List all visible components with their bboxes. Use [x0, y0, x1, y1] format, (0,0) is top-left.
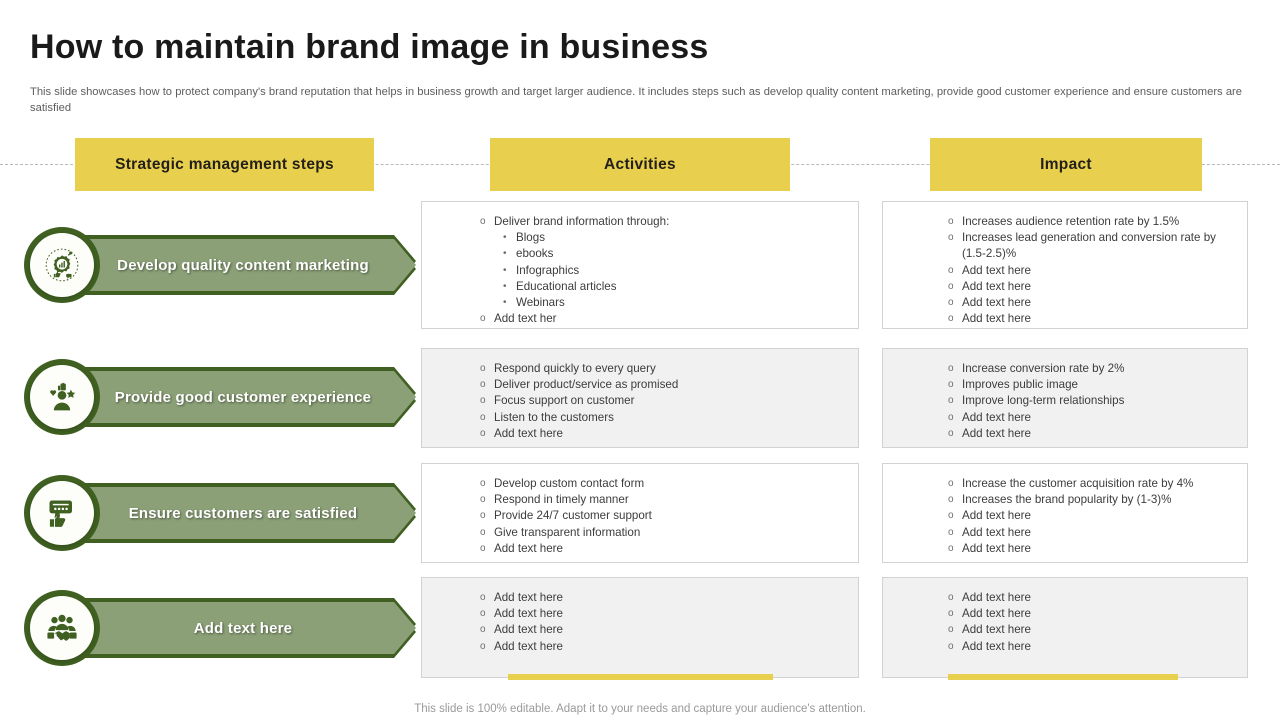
- list-item: Respond quickly to every query: [480, 361, 848, 377]
- list-item: Increases audience retention rate by 1.5…: [948, 214, 1237, 230]
- bullet-list: Develop custom contact formRespond in ti…: [480, 476, 848, 557]
- bullet-list: Deliver brand information through:Blogse…: [480, 214, 848, 328]
- column-header-activities[interactable]: Activities: [490, 138, 790, 191]
- impact-box-4[interactable]: Add text hereAdd text hereAdd text hereA…: [882, 577, 1248, 678]
- list-item: Add text here: [948, 590, 1237, 606]
- list-item: Listen to the customers: [480, 410, 848, 426]
- list-item: Add text here: [948, 426, 1237, 442]
- column-header-impact[interactable]: Impact: [930, 138, 1202, 191]
- list-item: Add text here: [480, 426, 848, 442]
- bullet-list: Increase the customer acquisition rate b…: [948, 476, 1237, 557]
- list-item: Focus support on customer: [480, 393, 848, 409]
- list-item: Improve long-term relationships: [948, 393, 1237, 409]
- list-item: Add text here: [948, 525, 1237, 541]
- list-item: Deliver brand information through:: [480, 214, 848, 230]
- impact-box-1[interactable]: Increases audience retention rate by 1.5…: [882, 201, 1248, 329]
- sub-list-item: Infographics: [502, 263, 848, 279]
- sub-list-item: Educational articles: [502, 279, 848, 295]
- page-subtitle: This slide showcases how to protect comp…: [30, 86, 1242, 115]
- bullet-list: Increase conversion rate by 2%Improves p…: [948, 361, 1237, 442]
- list-item: Respond in timely manner: [480, 492, 848, 508]
- list-item: Develop custom contact form: [480, 476, 848, 492]
- bullet-list: Add text hereAdd text hereAdd text hereA…: [948, 590, 1237, 655]
- step-arrow-body[interactable]: Develop quality content marketing: [64, 239, 416, 291]
- impact-box-2[interactable]: Increase conversion rate by 2%Improves p…: [882, 348, 1248, 448]
- step-label: Ensure customers are satisfied: [128, 504, 358, 522]
- activities-box-1[interactable]: Deliver brand information through:Blogse…: [421, 201, 859, 329]
- bullet-list: Add text hereAdd text hereAdd text hereA…: [480, 590, 848, 655]
- people-rating-icon: [30, 365, 94, 429]
- list-item: Add text here: [948, 622, 1237, 638]
- step-row-3[interactable]: Ensure customers are satisfied: [24, 475, 416, 551]
- step-arrow-body[interactable]: Provide good customer experience: [64, 371, 416, 423]
- list-item: Add text here: [948, 639, 1237, 655]
- handshake-team-icon: [30, 596, 94, 660]
- list-item: Add text here: [480, 639, 848, 655]
- list-item: Add text her: [480, 311, 848, 327]
- list-item: Add text here: [480, 606, 848, 622]
- impact-box-3[interactable]: Increase the customer acquisition rate b…: [882, 463, 1248, 563]
- gear-chart-icon: [30, 233, 94, 297]
- accent-bar-activities: [508, 674, 773, 680]
- step-label: Add text here: [193, 619, 293, 637]
- list-item: Add text here: [480, 590, 848, 606]
- list-item: Add text here: [948, 606, 1237, 622]
- step-label: Provide good customer experience: [114, 388, 372, 406]
- list-item: Add text here: [948, 279, 1237, 295]
- sub-list-item: Webinars: [502, 295, 848, 311]
- step-arrow-body[interactable]: Ensure customers are satisfied: [64, 487, 416, 539]
- list-item: Increases the brand popularity by (1-3)%: [948, 492, 1237, 508]
- step-icon-disc: [24, 475, 100, 551]
- column-header-steps[interactable]: Strategic management steps: [75, 138, 374, 191]
- column-header-impact-label: Impact: [1040, 155, 1092, 173]
- list-item: Increase conversion rate by 2%: [948, 361, 1237, 377]
- activities-box-2[interactable]: Respond quickly to every queryDeliver pr…: [421, 348, 859, 448]
- step-icon-disc: [24, 227, 100, 303]
- activities-box-4[interactable]: Add text hereAdd text hereAdd text hereA…: [421, 577, 859, 678]
- list-item: Add text here: [948, 311, 1237, 327]
- step-icon-disc: [24, 359, 100, 435]
- page-title: How to maintain brand image in business: [30, 28, 709, 66]
- footer-note: This slide is 100% editable. Adapt it to…: [414, 703, 866, 715]
- bullet-list: Increases audience retention rate by 1.5…: [948, 214, 1237, 328]
- list-item: Deliver product/service as promised: [480, 377, 848, 393]
- list-item: Give transparent information: [480, 525, 848, 541]
- sub-list-item: Blogs: [502, 230, 848, 246]
- list-item: Increase the customer acquisition rate b…: [948, 476, 1237, 492]
- step-row-4[interactable]: Add text here: [24, 590, 416, 666]
- list-item: Add text here: [948, 263, 1237, 279]
- list-item: Add text here: [948, 508, 1237, 524]
- list-item: Improves public image: [948, 377, 1237, 393]
- sub-bullet-list: BlogsebooksInfographicsEducational artic…: [502, 230, 848, 311]
- activities-box-3[interactable]: Develop custom contact formRespond in ti…: [421, 463, 859, 563]
- step-icon-disc: [24, 590, 100, 666]
- bullet-list: Respond quickly to every queryDeliver pr…: [480, 361, 848, 442]
- step-label: Develop quality content marketing: [117, 256, 369, 274]
- list-item: Add text here: [948, 295, 1237, 311]
- step-row-1[interactable]: Develop quality content marketing: [24, 227, 416, 303]
- step-row-2[interactable]: Provide good customer experience: [24, 359, 416, 435]
- sub-list-item: ebooks: [502, 246, 848, 262]
- step-arrow-body[interactable]: Add text here: [64, 602, 416, 654]
- list-item: Add text here: [948, 541, 1237, 557]
- list-item: Add text here: [480, 622, 848, 638]
- column-header-activities-label: Activities: [604, 155, 676, 173]
- list-item: Add text here: [480, 541, 848, 557]
- accent-bar-impact: [948, 674, 1178, 680]
- list-item: Provide 24/7 customer support: [480, 508, 848, 524]
- feedback-thumbsup-icon: [30, 481, 94, 545]
- list-item: Add text here: [948, 410, 1237, 426]
- list-item: Increases lead generation and conversion…: [948, 230, 1237, 262]
- column-header-steps-label: Strategic management steps: [115, 155, 334, 173]
